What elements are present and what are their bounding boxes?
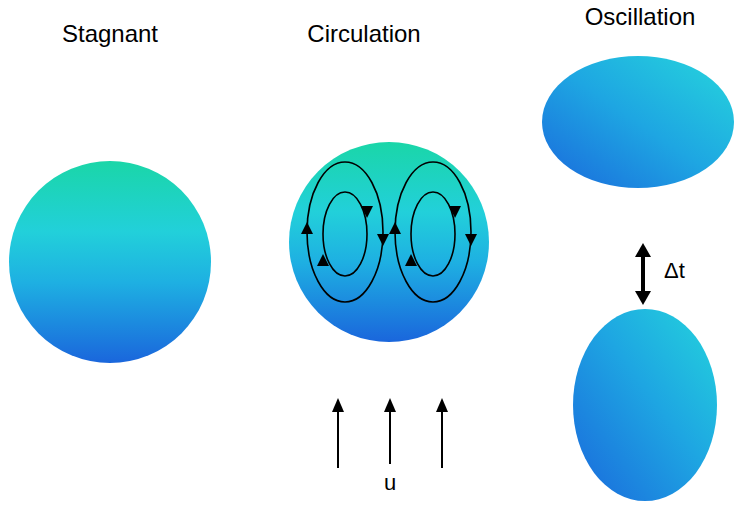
flow-arrow-shaft bbox=[441, 410, 443, 468]
arrow-head bbox=[317, 254, 329, 266]
arrow-head bbox=[405, 254, 417, 266]
regime-heading: Circulation bbox=[307, 20, 420, 49]
flow-arrow-shaft bbox=[389, 410, 391, 464]
loop bbox=[395, 162, 471, 302]
arrow-head bbox=[635, 243, 651, 257]
flow-arrow-shaft bbox=[337, 410, 339, 468]
arrow-head bbox=[377, 234, 389, 246]
drop-body bbox=[542, 56, 734, 188]
arrow-head bbox=[384, 398, 396, 412]
drop-shape: Oscillation bbox=[541, 55, 735, 189]
loop bbox=[411, 192, 455, 276]
velocity-symbol: u bbox=[384, 470, 396, 496]
time-symbol: Δt bbox=[664, 258, 685, 284]
arrow-head bbox=[465, 234, 477, 246]
drop-outline bbox=[288, 141, 490, 343]
circulation-loops bbox=[288, 141, 490, 343]
drop-outline bbox=[541, 55, 735, 189]
regime-heading: Stagnant bbox=[62, 20, 158, 49]
drop-shape: Circulation bbox=[288, 141, 490, 343]
drop-outline bbox=[8, 160, 212, 364]
arrow-head bbox=[301, 222, 313, 234]
arrow-head bbox=[635, 291, 651, 305]
regime-heading: Oscillation bbox=[585, 3, 696, 32]
drop-shape: Stagnant bbox=[8, 160, 212, 364]
oscillating-drop bbox=[573, 309, 717, 501]
time-arrow bbox=[635, 243, 651, 305]
arrow-head bbox=[449, 206, 461, 218]
arrow-head bbox=[332, 398, 344, 412]
time-arrow-shaft bbox=[641, 254, 645, 294]
loop bbox=[323, 192, 367, 276]
loop bbox=[307, 162, 383, 302]
arrow-head bbox=[389, 222, 401, 234]
drop-body bbox=[289, 142, 489, 342]
flow-arrows bbox=[332, 398, 448, 468]
arrow-head bbox=[361, 206, 373, 218]
arrow-head bbox=[436, 398, 448, 412]
drop-body bbox=[9, 161, 211, 363]
